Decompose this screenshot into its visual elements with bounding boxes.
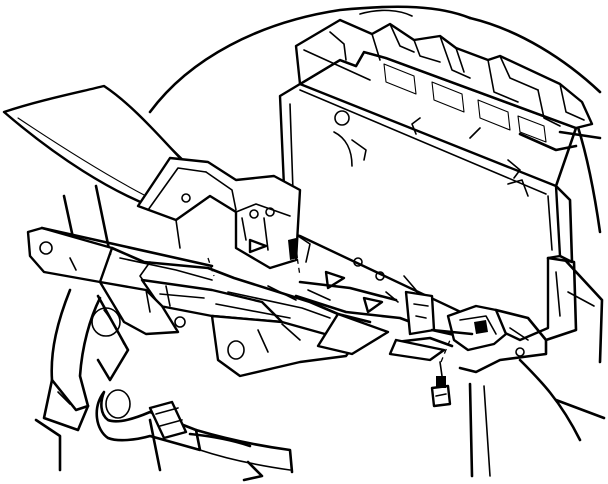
upper-tie-bar bbox=[294, 18, 602, 179]
lower-crossmember bbox=[95, 389, 252, 452]
hood-panel bbox=[2, 84, 202, 208]
right-mount-bracket bbox=[388, 290, 548, 374]
bolt bbox=[430, 339, 452, 408]
radiator-support-bracket bbox=[136, 156, 384, 314]
alignment-lines bbox=[207, 249, 301, 277]
